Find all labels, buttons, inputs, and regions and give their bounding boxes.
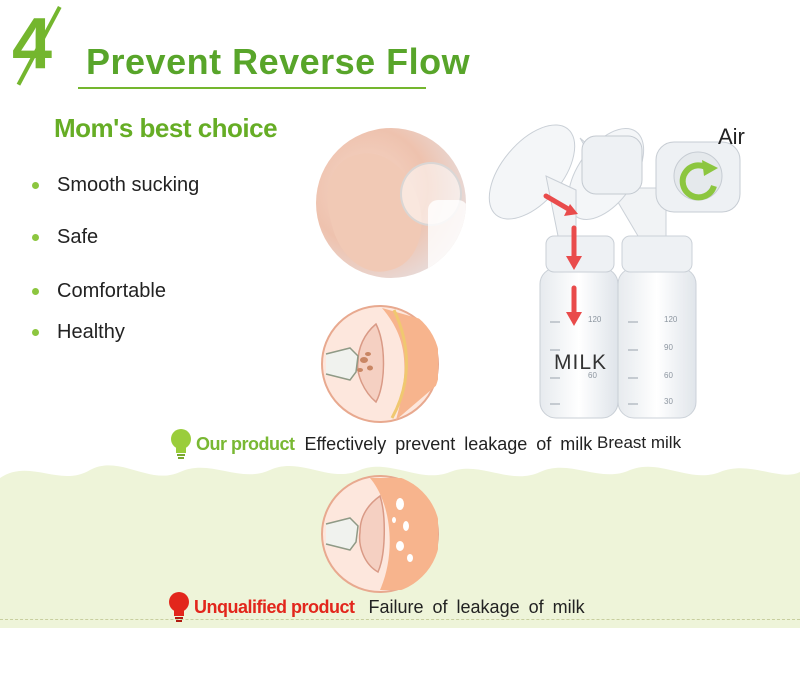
air-label: Air xyxy=(718,124,745,149)
bottle-ticks xyxy=(550,321,638,405)
feature-item: Comfortable xyxy=(32,280,166,303)
lightbulb-icon xyxy=(169,592,189,622)
breastfeeding-photo xyxy=(316,128,466,278)
bottle-mark: 120 xyxy=(588,315,602,324)
flow-arrows xyxy=(543,193,582,326)
bullet-icon xyxy=(32,288,39,295)
our-product-diagram xyxy=(321,305,439,423)
breast-pump-illustration: 120 60 120 90 60 30 xyxy=(488,124,741,419)
feature-label: Healthy xyxy=(57,321,125,343)
unqualified-product-diagram xyxy=(321,475,439,593)
page-title: Prevent Reverse Flow xyxy=(86,41,471,82)
title-underline xyxy=(78,87,426,89)
our-product-row: Our product Effectively prevent leakage … xyxy=(170,428,592,460)
feature-item: Safe xyxy=(32,226,98,249)
bottle-mark: 90 xyxy=(664,343,673,352)
milk-label: MILK xyxy=(554,351,608,374)
feature-label: Smooth sucking xyxy=(57,174,200,196)
bullet-icon xyxy=(32,329,39,336)
bottle-shape xyxy=(428,200,466,278)
bottle-mark: 60 xyxy=(664,371,673,380)
unqualified-product-title: Unqualified product xyxy=(194,596,355,617)
lightbulb-icon xyxy=(171,429,191,459)
breast-milk-label: Breast milk xyxy=(597,433,682,452)
our-product-title: Our product xyxy=(196,433,295,454)
our-product-text: Effectively prevent leakage of milk xyxy=(304,433,593,454)
feature-item: Smooth sucking xyxy=(32,174,199,197)
feature-label: Safe xyxy=(57,226,99,248)
unqualified-product-text: Failure of leakage of milk xyxy=(368,596,585,617)
front-bottle xyxy=(488,124,643,419)
feature-label: Comfortable xyxy=(57,280,166,302)
step-number: 4 xyxy=(12,4,52,84)
dashed-divider xyxy=(0,619,800,620)
bullet-icon xyxy=(32,234,39,241)
unqualified-product-row: Unqualified product Failure of leakage o… xyxy=(168,591,585,623)
subtitle: Mom's best choice xyxy=(54,113,278,143)
bottle-mark: 30 xyxy=(664,397,673,406)
bullet-icon xyxy=(32,182,39,189)
bottle-mark: 60 xyxy=(588,371,597,380)
rotate-arrow-icon xyxy=(679,160,718,201)
feature-item: Healthy xyxy=(32,321,125,344)
bottle-mark: 120 xyxy=(664,315,678,324)
